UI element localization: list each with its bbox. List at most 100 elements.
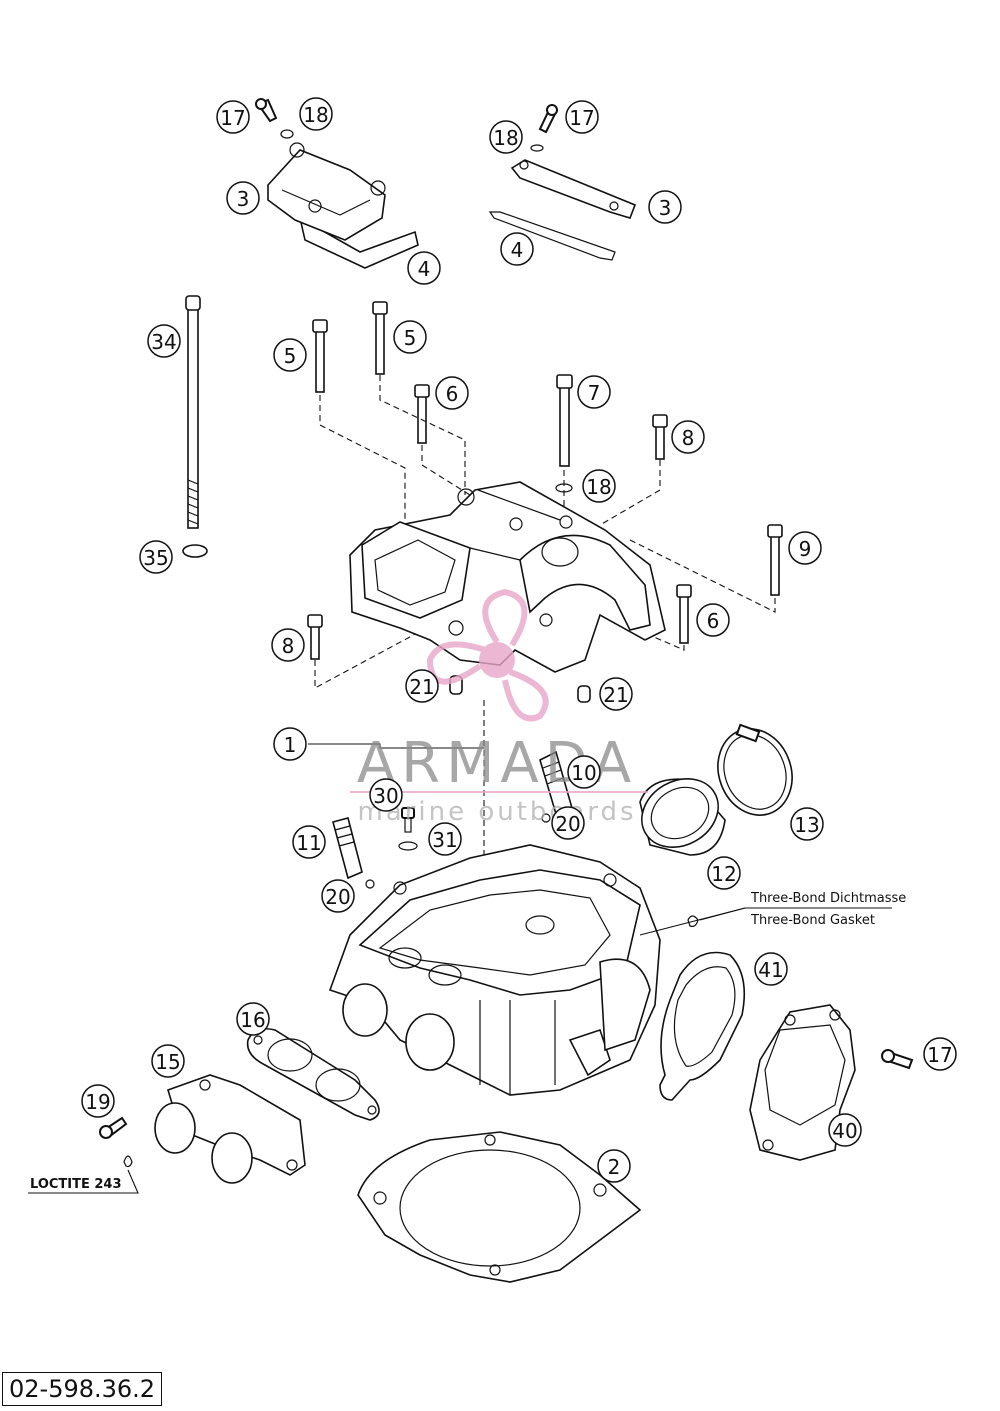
callout-label: 35 <box>143 546 168 570</box>
callout-label: 5 <box>404 326 417 350</box>
callout-label: 10 <box>571 761 596 785</box>
callout-circle <box>567 755 601 789</box>
callout-4: 4 <box>500 232 534 266</box>
callout-6: 6 <box>435 376 469 410</box>
callout-circle <box>790 807 824 841</box>
callout-circle <box>671 420 705 454</box>
head-gasket-2 <box>357 1131 642 1283</box>
callout-circle <box>828 1113 862 1147</box>
callout-label: 21 <box>603 683 628 707</box>
callout-circle <box>81 1084 115 1118</box>
callout-circle <box>597 1149 631 1183</box>
screw-31 <box>401 807 415 833</box>
callout-10: 10 <box>567 755 601 789</box>
callout-8: 8 <box>671 420 705 454</box>
callout-label: 6 <box>707 609 720 633</box>
callout-4: 4 <box>407 251 441 285</box>
callout-circle <box>788 531 822 565</box>
camshaft-bridge <box>349 481 666 673</box>
callout-label: 7 <box>588 381 601 405</box>
callout-circle <box>369 778 403 812</box>
callout-circle <box>489 120 523 154</box>
callout-label: 8 <box>682 426 695 450</box>
bolt-5-b <box>372 301 388 375</box>
callout-circle <box>428 822 462 856</box>
callout-19: 19 <box>81 1084 115 1118</box>
drawing-number: 02-598.36.2 <box>2 1372 163 1406</box>
note-three-bond-en: Three-Bond Gasket <box>750 913 875 928</box>
callout-circle <box>236 1002 270 1036</box>
callout-label: 34 <box>151 330 176 354</box>
callout-label: 17 <box>220 106 245 130</box>
gasket-4-right <box>488 211 616 261</box>
callout-label: 8 <box>282 634 295 658</box>
callout-circle <box>321 879 355 913</box>
valve-guide-11 <box>332 817 363 880</box>
callout-circle <box>292 825 326 859</box>
callout-circle <box>435 376 469 410</box>
loctite-drop <box>123 1155 133 1168</box>
callout-35: 35 <box>139 540 173 574</box>
callout-circle <box>648 190 682 224</box>
washer-18-left <box>280 129 294 139</box>
callout-circle <box>299 97 333 131</box>
watermark-logo <box>426 588 549 722</box>
bolt-17-cover <box>881 1049 914 1070</box>
gasket-41-inner <box>673 966 736 1067</box>
callout-circle <box>577 375 611 409</box>
cylinder-head <box>328 844 661 1096</box>
callout-17: 17 <box>216 100 250 134</box>
callout-21: 21 <box>405 669 439 703</box>
callout-label: 2 <box>608 1155 621 1179</box>
leader-1 <box>308 743 484 749</box>
callout-2: 2 <box>597 1149 631 1183</box>
callout-16: 16 <box>236 1002 270 1036</box>
callout-label: 4 <box>511 238 524 262</box>
note-loctite: LOCTITE 243 <box>30 1177 122 1192</box>
bolt-5-a <box>312 319 328 393</box>
callout-label: 13 <box>794 813 819 837</box>
callout-20: 20 <box>321 879 355 913</box>
clamp-13 <box>717 723 793 816</box>
callout-circle <box>393 320 427 354</box>
callout-circle <box>139 540 173 574</box>
callout-circle <box>407 251 441 285</box>
callout-label: 1 <box>284 733 297 757</box>
callout-circle <box>271 628 305 662</box>
intake-rubber-12 <box>639 778 726 856</box>
callout-circle <box>405 669 439 703</box>
stud-34 <box>185 295 201 529</box>
bolt-9 <box>767 524 783 596</box>
washer-18-right <box>530 144 544 152</box>
callout-circle <box>565 100 599 134</box>
callout-circle <box>696 603 730 637</box>
callout-41: 41 <box>754 952 788 986</box>
bolt-17-right <box>538 104 558 134</box>
callout-label: 18 <box>586 475 611 499</box>
callout-label: 12 <box>711 862 736 886</box>
callout-17: 17 <box>923 1037 957 1071</box>
callout-40: 40 <box>828 1113 862 1147</box>
callout-label: 9 <box>799 537 812 561</box>
callout-18: 18 <box>299 97 333 131</box>
washer-35 <box>182 544 208 558</box>
callout-label: 20 <box>555 812 580 836</box>
valve-cover-left <box>267 142 419 269</box>
bolt-19 <box>99 1116 128 1139</box>
callout-34: 34 <box>147 324 181 358</box>
callout-30: 30 <box>369 778 403 812</box>
callout-circle <box>707 856 741 890</box>
callout-label: 4 <box>418 257 431 281</box>
callout-18: 18 <box>489 120 523 154</box>
callout-circle <box>151 1044 185 1078</box>
callout-label: 17 <box>569 106 594 130</box>
callout-circle <box>273 338 307 372</box>
leader-loctite <box>28 1169 139 1194</box>
callout-9: 9 <box>788 531 822 565</box>
callout-label: 40 <box>832 1119 857 1143</box>
callout-11: 11 <box>292 825 326 859</box>
callout-13: 13 <box>790 807 824 841</box>
callout-31: 31 <box>428 822 462 856</box>
callout-circle <box>216 100 250 134</box>
callout-circle <box>273 727 307 761</box>
